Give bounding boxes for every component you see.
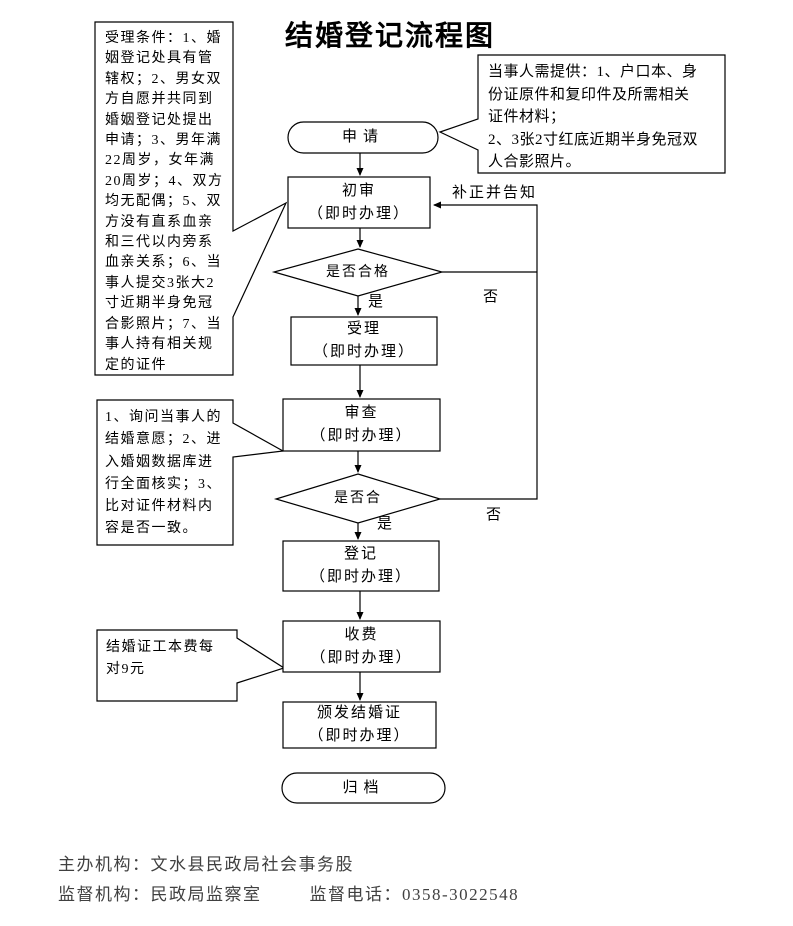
fee-node-label: 收费 （即时办理） <box>310 626 413 666</box>
register-node-shape <box>282 540 440 592</box>
register-node-label: 登记 （即时办理） <box>309 546 412 585</box>
edge-label-correct-and-inform: 补正并告知 <box>452 185 538 201</box>
callout-applicant-materials-shape <box>438 54 726 174</box>
edge-label-yes-1: 是 <box>368 294 386 310</box>
preliminary-review-node-shape <box>287 176 431 229</box>
examine-node-label: 审查 （即时办理） <box>310 405 413 444</box>
callout-applicant-materials-text: 当事人需提供：1、户口本、身 份证原件和复印件及所需相关 证件材料； 2、3张2… <box>488 64 699 170</box>
accept-node-shape <box>290 316 438 366</box>
apply-node-label: 申请 <box>341 129 384 145</box>
fee-node-shape <box>282 620 441 673</box>
edge-label-no-1: 否 <box>483 289 501 305</box>
archive-node-label: 归档 <box>342 779 385 796</box>
apply-node-shape <box>287 121 439 154</box>
issue-certificate-node-shape <box>282 701 437 749</box>
decision-diamond-1-label: 是否合格 <box>326 265 390 280</box>
edge-label-yes-2: 是 <box>377 516 395 532</box>
connector-no-return-loop <box>433 201 538 500</box>
edge-label-no-2: 否 <box>486 507 504 523</box>
callout-acceptance-conditions-text: 受理条件：1、婚 姻登记处具有管 辖权；2、男女双 方自愿并共同到 婚姻登记处提… <box>105 31 224 373</box>
callout-fee-note-shape <box>96 629 286 702</box>
examine-node-shape <box>282 398 441 452</box>
footer-supervisor: 监督机构：民政局监察室 <box>58 885 262 904</box>
page-title: 结婚登记流程图 <box>284 20 495 51</box>
footer-organizer: 主办机构：文水县民政局社会事务股 <box>58 855 354 874</box>
archive-node-shape <box>281 772 446 804</box>
issue-certificate-node-label: 颁发结婚证 （即时办理） <box>308 705 411 744</box>
accept-node-label: 受理 （即时办理） <box>312 321 415 360</box>
callout-fee-note-text: 结婚证工本费每 对9元 <box>106 640 215 677</box>
footer-supervision: 监督机构：民政局监察室 监督电话：0358-3022548 <box>58 880 519 905</box>
callout-acceptance-conditions-shape <box>94 21 288 376</box>
preliminary-review-node-label: 初审 （即时办理） <box>307 182 410 222</box>
callout-review-steps-shape <box>96 399 285 546</box>
footer-phone: 监督电话：0358-3022548 <box>309 885 520 904</box>
decision-diamond-2-label: 是否合 <box>334 491 382 506</box>
callout-review-steps-text: 1、询问当事人的 结婚意愿；2、进 入婚姻数据库进 行全面核实；3、 比对证件材… <box>105 410 222 537</box>
